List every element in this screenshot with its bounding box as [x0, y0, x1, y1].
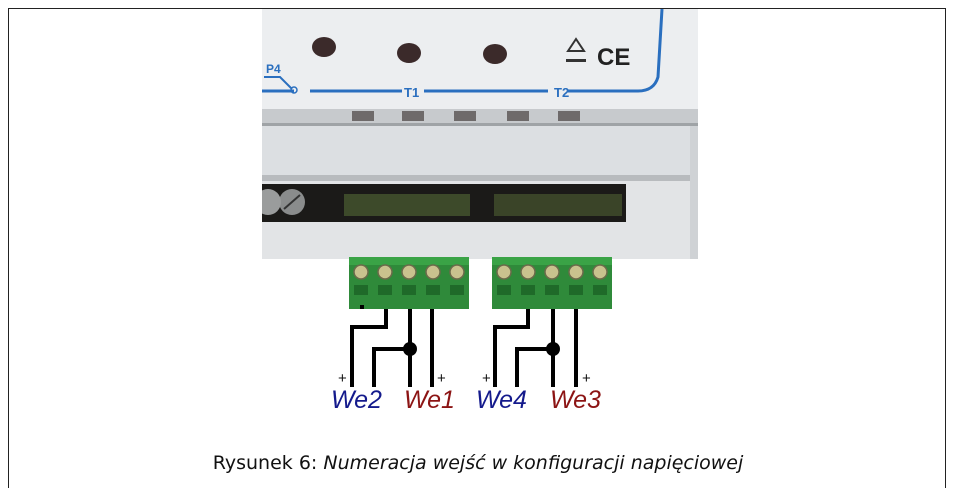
figure-frame — [8, 8, 946, 488]
caption-prefix: Rysunek 6: — [212, 452, 318, 474]
ce-mark: CE — [597, 44, 630, 71]
we1-plus-mark: + — [437, 370, 446, 387]
we4-plus-mark: + — [482, 370, 491, 387]
input-we1-label: We1 — [404, 386, 455, 414]
we3-plus-mark: + — [582, 370, 591, 387]
input-we2-label: We2 — [331, 386, 382, 414]
input-we3-label: We3 — [550, 386, 601, 414]
p4-label: P4 — [266, 62, 281, 76]
t2-label: T2 — [554, 85, 569, 100]
input-we4-label: We4 — [476, 386, 527, 414]
t1-label: T1 — [404, 85, 419, 100]
figure-caption: Rysunek 6: Numeracja wejść w konfiguracj… — [0, 452, 956, 474]
caption-text: Numeracja wejść w konfiguracji napięciow… — [323, 452, 744, 474]
device-photo: CE P4 T1 T2 — [262, 9, 698, 454]
we2-plus-mark: + — [338, 370, 347, 387]
